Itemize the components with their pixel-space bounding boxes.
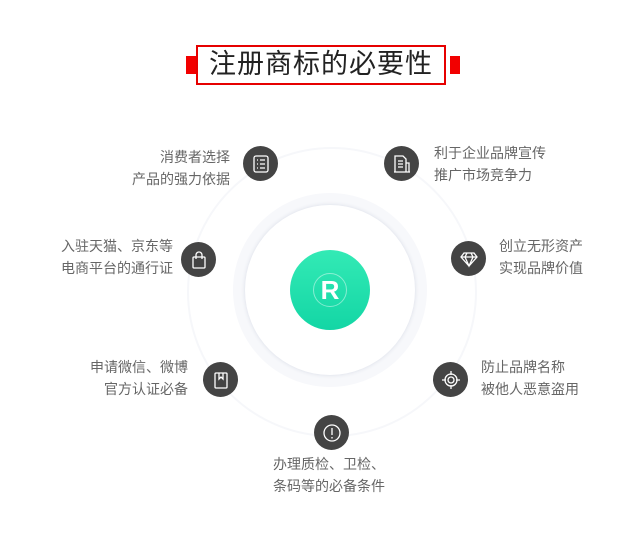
item-consumer-choice: 消费者选择产品的强力依据 <box>132 150 230 188</box>
item-brand-promotion: 利于企业品牌宣传推广市场竞争力 <box>434 146 546 184</box>
item-ecommerce-pass: 入驻天猫、京东等电商平台的通行证 <box>61 239 173 277</box>
alert-icon <box>314 415 349 450</box>
bookmark-icon <box>203 362 238 397</box>
registered-symbol: R <box>313 273 347 307</box>
item-wechat-weibo-cert: 申请微信、微博官方认证必备 <box>90 360 188 398</box>
building-icon <box>384 146 419 181</box>
title-decoration <box>186 56 460 74</box>
item-intangible-asset: 创立无形资产实现品牌价值 <box>499 239 583 277</box>
target-icon <box>433 362 468 397</box>
shopping-bag-icon <box>181 242 216 277</box>
item-prevent-theft: 防止品牌名称被他人恶意盗用 <box>481 360 579 398</box>
list-icon <box>243 146 278 181</box>
diamond-icon <box>451 241 486 276</box>
page-title: 注册商标的必要性 <box>196 45 446 85</box>
item-inspection-requirement: 办理质检、卫检、条码等的必备条件 <box>273 457 385 495</box>
